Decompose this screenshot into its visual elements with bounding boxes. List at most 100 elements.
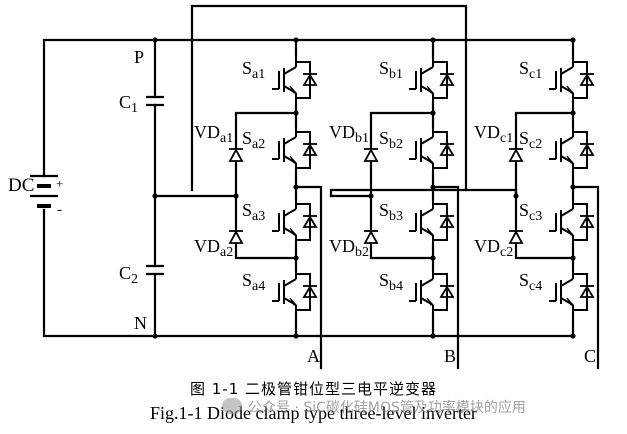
clamp-diode-label-c2-main: VD [474,236,500,256]
output-wire-c [571,185,600,370]
junction-dot [233,193,239,199]
clamp-diode-label-b2-main: VD [329,236,355,256]
junction-dot [152,37,158,43]
switch-label-b1-main: S [379,58,389,78]
collector-leg [420,278,434,287]
clamp-diode-label-a1: VDa1 [194,122,233,146]
capacitor-c1-label-main: C [119,92,131,112]
junction-dot [293,333,299,339]
clamp-diode-label-b2-subscript: b2 [355,245,369,260]
switch-label-c4-main: S [519,270,529,290]
freewheel-loop [296,273,311,311]
clamp-diode-label-a2: VDa2 [194,236,233,260]
junction-dot [293,110,299,116]
switch-label-c1-main: S [519,58,529,78]
dc-source-label: DC [8,175,34,196]
freewheel-loop [573,61,588,99]
diode-triangle [228,230,244,244]
junction-dot [430,184,436,190]
freewheel-diode-triangle [439,215,455,228]
switch-label-b4-subscript: b4 [389,279,403,294]
junction-dot [293,255,299,261]
clamp-wire [514,111,575,150]
watermark: 公众号 · SiC碳化硅MOS管及功率模块的应用 [222,397,526,417]
junction-dot [570,333,576,339]
clamp-wire [369,242,435,260]
freewheel-diode-triangle [439,73,455,86]
switch-label-b4: Sb4 [379,270,403,294]
igbt-switch-a3 [272,200,318,244]
diode-triangle [363,148,379,162]
switch-label-c2-main: S [519,128,529,148]
freewheel-loop [573,131,588,169]
freewheel-diode-triangle [302,285,318,298]
junction-dot [293,184,299,190]
freewheel-loop [433,273,448,311]
clamp-diode-label-c2: VDc2 [474,236,513,260]
igbt-switch-b4 [409,270,455,314]
rail-label-n: N [134,313,147,333]
clamp-diode-label-c1-subscript: c1 [500,131,513,146]
switch-label-b3: Sb3 [379,200,403,224]
watermark-text: 公众号 · SiC碳化硅MOS管及功率模块的应用 [248,400,526,416]
figure-caption-chinese: 图 1-1 二极管钳位型三电平逆变器 [189,380,438,398]
clamp-diode-c2 [508,230,524,244]
clamp-diode-label-b1-subscript: b1 [355,131,369,146]
clamp-diode-label-c1-main: VD [474,122,500,142]
igbt-switch-a2 [272,128,318,172]
igbt-switch-c1 [549,58,595,102]
switch-label-c1: Sc1 [519,58,542,82]
freewheel-loop [573,203,588,241]
freewheel-loop [433,61,448,99]
freewheel-diode-triangle [579,215,595,228]
freewheel-diode-triangle [579,285,595,298]
collector-leg [560,278,574,287]
clamp-diode-a1 [228,148,244,162]
igbt-switch-c2 [549,128,595,172]
igbt-switch-b2 [409,128,455,172]
junction-dot [368,193,374,199]
dc-positive-wire [42,38,298,178]
junction-dot [152,333,158,339]
igbt-switch-a4 [272,270,318,314]
clamp-wire [234,111,298,150]
switch-label-c1-subscript: c1 [529,67,542,82]
igbt-switch-b1 [409,58,455,102]
switch-label-a4: Sa4 [242,270,265,294]
freewheel-loop [573,273,588,311]
igbt-switch-c3 [549,200,595,244]
freewheel-diode-triangle [579,73,595,86]
switch-label-a4-subscript: a4 [252,279,265,294]
freewheel-diode-triangle [579,143,595,156]
switch-label-b2: Sb2 [379,128,403,152]
output-wire-a [294,185,323,370]
clamp-diode-c1 [508,148,524,162]
clamp-wire [369,111,435,150]
collector-leg [560,136,574,145]
collector-leg [283,278,297,287]
freewheel-loop [433,203,448,241]
collector-leg [420,136,434,145]
igbt-switch-b3 [409,200,455,244]
junction-dot [570,37,576,43]
clamp-wire [234,242,298,260]
switch-label-b3-main: S [379,200,389,220]
output-label-c: C [584,346,596,366]
clamp-diode-a2 [228,230,244,244]
clamp-diode-b2 [363,230,379,244]
output-label-a: A [307,346,320,366]
junction-dot [430,37,436,43]
junction-dot [293,37,299,43]
collector-leg [420,66,434,75]
junction-dot [570,184,576,190]
freewheel-loop [296,203,311,241]
switch-label-c2: Sc2 [519,128,542,152]
switch-label-c3-subscript: c3 [529,209,542,224]
diode-triangle [508,148,524,162]
switch-label-a3-main: S [242,200,252,220]
diode-triangle [508,230,524,244]
switch-label-a1-subscript: a1 [252,67,265,82]
clamp-diode-b1 [363,148,379,162]
freewheel-loop [433,131,448,169]
output-wire-b [431,185,460,370]
